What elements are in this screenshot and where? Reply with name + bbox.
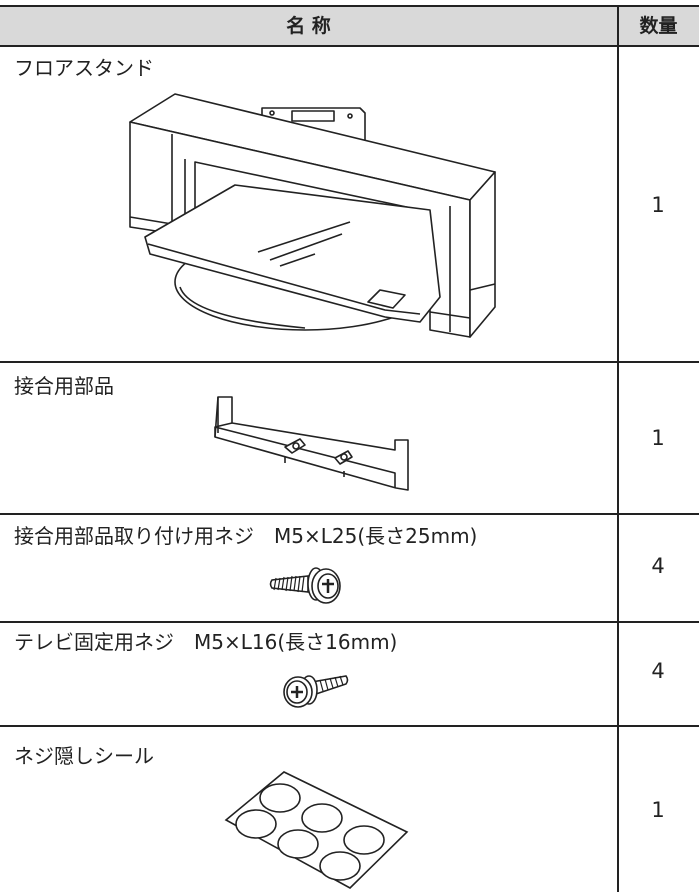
- sticker-sheet-illustration: [224, 771, 409, 889]
- item-name: 接合用部品: [14, 374, 114, 398]
- item-name: テレビ固定用ネジ M5×L16(長さ16mm): [14, 630, 398, 654]
- joint-part-illustration: [214, 396, 409, 491]
- row-divider-4: [0, 725, 699, 727]
- item-name: 接合用部品取り付け用ネジ M5×L25(長さ25mm): [14, 524, 478, 548]
- item-name: フロアスタンド: [14, 56, 154, 80]
- header-bottom-border: [0, 45, 699, 47]
- long-screw-illustration: [269, 567, 341, 604]
- floor-stand-illustration: [129, 93, 496, 338]
- item-quantity: 1: [651, 798, 665, 822]
- row-divider-2: [0, 513, 699, 515]
- row-divider-3: [0, 621, 699, 623]
- item-name: ネジ隠しシール: [14, 744, 154, 768]
- short-screw-illustration: [283, 675, 349, 708]
- item-quantity: 1: [651, 426, 665, 450]
- name-column-header: 名 称: [286, 15, 331, 37]
- item-quantity: 4: [651, 554, 665, 578]
- table-top-border: [0, 5, 699, 7]
- quantity-column-header: 数量: [639, 15, 678, 37]
- item-quantity: 1: [651, 193, 665, 217]
- header-background: [0, 6, 699, 46]
- item-quantity: 4: [651, 659, 665, 683]
- column-divider: [617, 5, 619, 892]
- row-divider-1: [0, 361, 699, 363]
